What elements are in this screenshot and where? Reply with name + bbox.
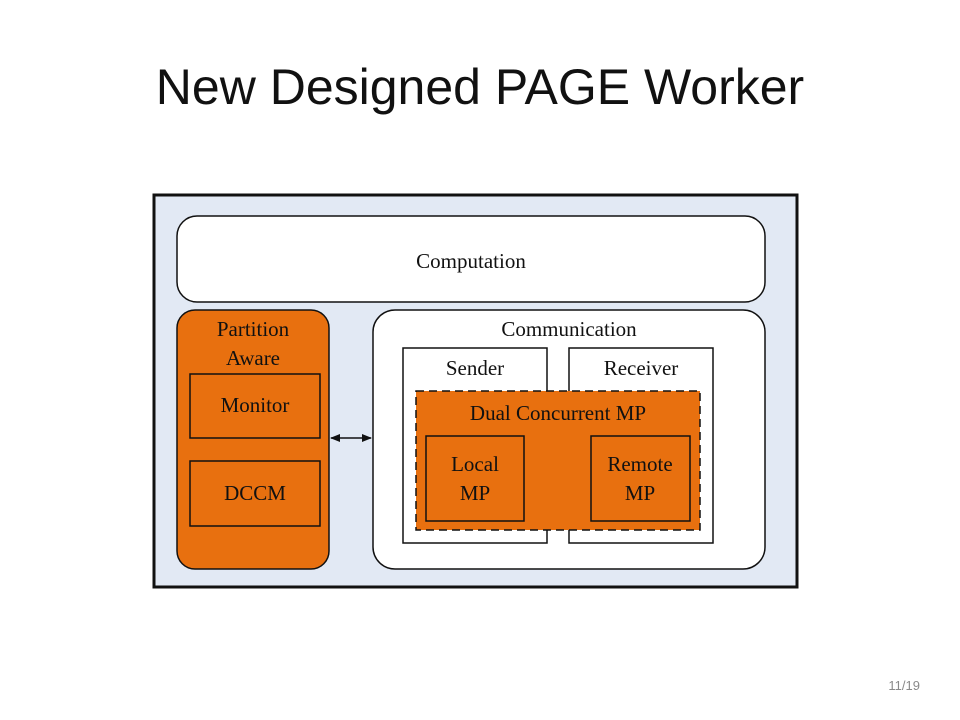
dccm-box bbox=[189, 460, 321, 527]
local-mp-box bbox=[425, 435, 525, 522]
slide-title: New Designed PAGE Worker bbox=[155, 59, 805, 115]
remote-mp-label-line1: Remote bbox=[607, 452, 672, 476]
monitor-label: Monitor bbox=[221, 393, 290, 417]
dccm-label: DCCM bbox=[224, 481, 286, 505]
computation-block bbox=[176, 215, 766, 303]
remote-mp-label-line2: MP bbox=[625, 481, 655, 505]
communication-label: Communication bbox=[501, 317, 637, 341]
computation-label: Computation bbox=[416, 249, 526, 273]
partition-aware-label-line1: Partition bbox=[217, 317, 290, 341]
local-mp-label-line2: MP bbox=[460, 481, 490, 505]
remote-mp-box bbox=[590, 435, 691, 522]
partition-aware-label-line2: Aware bbox=[226, 346, 280, 370]
sender-label: Sender bbox=[446, 356, 504, 380]
dual-concurrent-mp-label: Dual Concurrent MP bbox=[470, 401, 646, 425]
receiver-label: Receiver bbox=[604, 356, 679, 380]
local-mp-label-line1: Local bbox=[451, 452, 499, 476]
page-number: 11/19 bbox=[888, 678, 920, 693]
monitor-box bbox=[189, 373, 321, 439]
